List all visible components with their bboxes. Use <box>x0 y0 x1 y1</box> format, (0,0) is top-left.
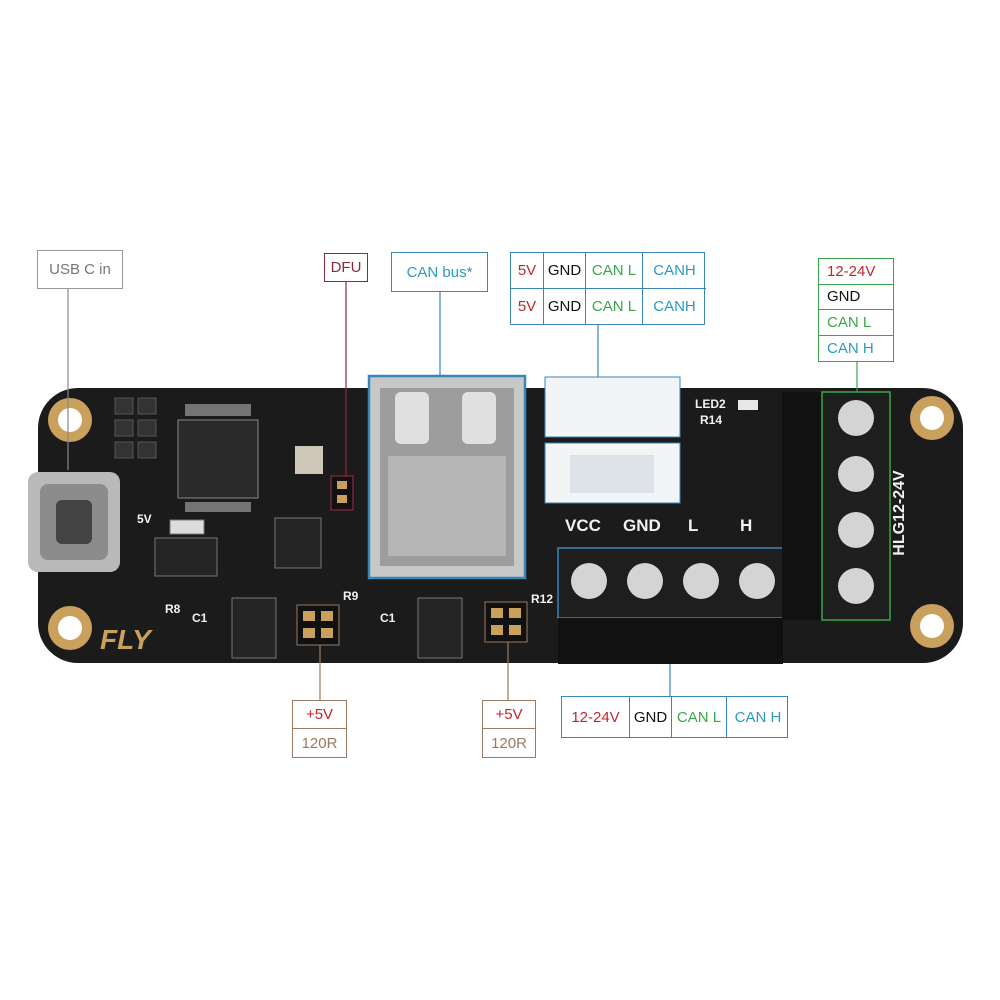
jumper-headers <box>296 601 528 646</box>
silk-c1b: C1 <box>380 611 396 625</box>
right-gnd: GND <box>819 285 893 310</box>
dfu-jumper <box>330 475 354 511</box>
label-jumper-left: +5V 120R <box>292 700 347 758</box>
right-12-24v: 12-24V <box>819 259 893 285</box>
label-usb-c-in: USB C in <box>37 250 123 289</box>
jumper-right-120r: 120R <box>491 734 527 752</box>
leader-lines <box>67 282 858 700</box>
mcu-chip <box>177 404 259 512</box>
bottom-12-24v: 12-24V <box>562 697 630 737</box>
bottom-can-h: CAN H <box>734 708 782 726</box>
silk-r8: R8 <box>165 602 181 616</box>
right-can-l: CAN L <box>819 310 893 336</box>
jst-connectors <box>544 376 681 504</box>
silk-c1: C1 <box>192 611 208 625</box>
right-can-h: CAN H <box>827 339 874 357</box>
jumper-left-120r: 120R <box>301 734 338 752</box>
right-terminal-block <box>782 391 891 621</box>
jst-r1-5v: 5V <box>511 253 544 289</box>
jumper-right-5v: +5V <box>483 701 535 729</box>
silk-5v: 5V <box>137 512 152 526</box>
silk-l: L <box>688 516 699 535</box>
usb-c-connector <box>28 472 120 572</box>
label-can-bus: CAN bus* <box>391 252 488 292</box>
label-bottom-terminal: 12-24V GND CAN L CAN H <box>561 696 788 738</box>
jst-r2-gnd: GND <box>544 288 586 324</box>
led2 <box>738 400 758 410</box>
crystal <box>295 446 323 474</box>
jst-r1-gnd: GND <box>544 253 586 289</box>
bottom-terminal-block <box>557 547 784 664</box>
silk-led2: LED2 <box>695 397 726 411</box>
brand-logo-text: FLY <box>100 624 151 655</box>
small-ics <box>154 517 463 659</box>
silk-side-label: HLG12-24V <box>891 470 908 556</box>
usb-a-port <box>367 374 527 580</box>
jumper-left-5v: +5V <box>293 701 346 729</box>
label-jumper-right: +5V 120R <box>482 700 536 758</box>
label-right-terminal: 12-24V GND CAN L CAN H <box>818 258 894 362</box>
silk-h: H <box>740 516 753 535</box>
label-dfu: DFU <box>324 253 368 282</box>
jst-r2-canl: CAN L <box>586 288 643 324</box>
silk-r12: R12 <box>531 592 554 606</box>
silk-vcc: VCC <box>565 516 601 535</box>
bottom-gnd: GND <box>630 697 672 737</box>
jst-r1-canh: CANH <box>643 253 706 289</box>
mounting-holes <box>48 396 954 650</box>
silk-r9: R9 <box>343 589 359 603</box>
jst-r2-5v: 5V <box>511 288 544 324</box>
label-jst-table: 5V GND CAN L CANH 5V GND CAN L CANH <box>510 252 706 325</box>
jst-r1-canl: CAN L <box>586 253 643 289</box>
silk-gnd: GND <box>623 516 661 535</box>
jst-r2-canh: CANH <box>653 297 696 315</box>
bottom-can-l: CAN L <box>672 697 727 737</box>
silk-r14: R14 <box>700 413 723 427</box>
header-pins <box>114 397 157 459</box>
